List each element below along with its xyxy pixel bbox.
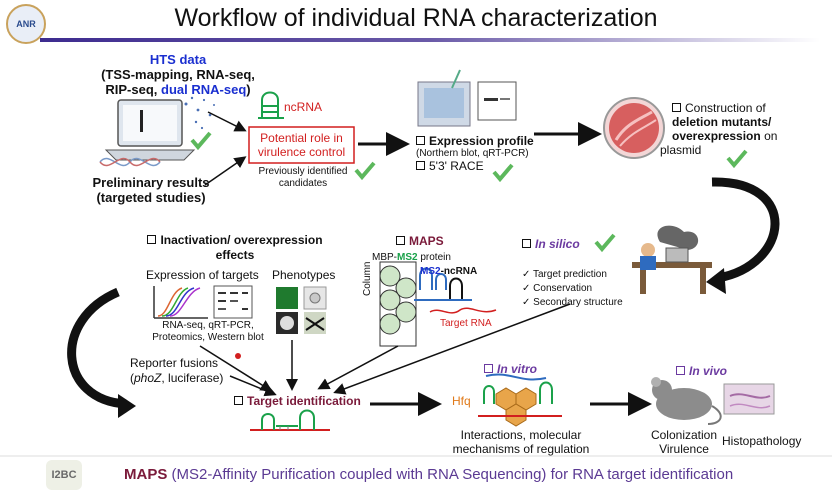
histopathology-label: Histopathology — [722, 434, 802, 448]
invivo-heading: In vivo — [676, 364, 727, 378]
ms2-ncrna-hairpins-icon — [414, 267, 472, 301]
anr-logo: ANR — [6, 4, 46, 44]
preliminary-line2: (targeted studies) — [96, 190, 206, 205]
hts-line1: (TSS-mapping, RNA-seq, — [101, 67, 255, 82]
invitro-heading: In vitro — [484, 362, 537, 376]
check-icon-construction — [726, 149, 748, 169]
target-rna-label: Target RNA — [440, 318, 492, 329]
colonization-label: Colonization — [650, 428, 718, 442]
expression-profile-heading: Expression profile — [416, 134, 566, 148]
methods-line1: RNA-seq, qRT-PCR, — [162, 320, 254, 331]
reporter-line2: (phoZ, luciferase) — [130, 371, 224, 385]
target-rna-line — [429, 307, 497, 314]
potential-role-box — [248, 126, 355, 164]
checkbox-icon — [676, 366, 685, 375]
insilico-item: ✓ Secondary structure — [522, 297, 623, 308]
check-icon-candidates — [354, 161, 376, 181]
checkbox-icon — [672, 103, 681, 112]
checkbox-icon — [416, 136, 425, 145]
petri-dish-icon — [603, 97, 665, 159]
construction-line1: Construction of — [672, 101, 822, 115]
construction-line3: overexpression on — [672, 129, 778, 143]
invitro-line1: Interactions, molecular — [460, 428, 582, 442]
target-identification-label: Target identification — [234, 394, 361, 408]
checkbox-icon — [234, 396, 243, 405]
maps-column-icon — [379, 261, 417, 347]
previously-line2: candidates — [278, 178, 328, 189]
gel-device-icon — [417, 69, 517, 127]
maps-heading: MAPS — [396, 234, 444, 248]
virulence-label: Virulence — [659, 442, 709, 456]
ncrna-hairpin-icon — [258, 91, 284, 119]
i2bc-logo: I2BC — [46, 460, 82, 490]
dna-icon — [99, 157, 161, 167]
ncrna-label: ncRNA — [284, 100, 323, 114]
western-blot-icon — [213, 285, 253, 319]
check-icon-race — [492, 163, 514, 183]
page-title: Workflow of individual RNA characterizat… — [174, 4, 658, 32]
laptop-icon — [104, 99, 196, 161]
hfq-label: Hfq — [452, 394, 471, 408]
hts-line2: RIP-seq, dual RNA-seq) — [105, 82, 251, 97]
potential-role-line1: Potential role in — [260, 131, 343, 145]
histology-icon — [723, 383, 775, 415]
checkbox-icon — [416, 161, 425, 170]
race-label: 5'3' RACE — [416, 159, 566, 173]
methods-line2: Proteomics, Western blot — [152, 332, 264, 343]
construction-line4: plasmid — [660, 143, 702, 157]
insilico-item: ✓ Conservation — [522, 283, 593, 294]
title-underline — [40, 38, 820, 42]
footer-text: MAPS (MS2-Affinity Purification coupled … — [124, 466, 734, 483]
expression-targets-label: Expression of targets — [146, 268, 259, 282]
expression-profile-sub: (Northern blot, qRT-PCR) — [416, 148, 529, 159]
red-dot-icon — [235, 353, 241, 359]
insilico-item: ✓ Target prediction — [522, 269, 607, 280]
check-icon-insilico — [594, 233, 616, 253]
expression-curves-icon — [153, 286, 208, 319]
inactivation-line1: Inactivation/ overexpression — [140, 233, 330, 248]
checkbox-icon — [522, 239, 531, 248]
curved-arrow-right — [711, 177, 780, 283]
scientist-icon — [632, 225, 712, 294]
curved-arrow-left — [67, 287, 127, 409]
insilico-heading: In silico — [522, 237, 580, 251]
maps-protein-label: MBP-MS2 protein — [372, 252, 451, 263]
data-cloud-icon — [184, 96, 215, 130]
phenotype-images-icon — [276, 286, 327, 334]
column-label: Column — [362, 261, 373, 296]
construction-line2: deletion mutants/ — [672, 115, 772, 129]
check-icon-laptop — [190, 131, 212, 151]
invitro-line2: mechanisms of regulation — [452, 442, 590, 456]
hfq-complex-icon — [478, 373, 562, 427]
phenotypes-label: Phenotypes — [272, 268, 336, 282]
checkbox-icon — [147, 235, 157, 244]
checkbox-icon — [396, 236, 405, 245]
duplex-rna-icon — [250, 409, 330, 431]
ms2-ncrna-label: MS2-ncRNA — [420, 266, 478, 277]
preliminary-line1: Preliminary results — [92, 175, 210, 190]
potential-role-line2: virulence control — [257, 145, 346, 159]
inactivation-line2: effects — [215, 248, 255, 262]
hts-heading: HTS data — [149, 52, 207, 67]
previously-line1: Previously identified — [258, 166, 348, 177]
checkbox-icon — [484, 364, 493, 373]
mouse-icon — [651, 377, 722, 425]
reporter-line1: Reporter fusions — [130, 356, 219, 370]
